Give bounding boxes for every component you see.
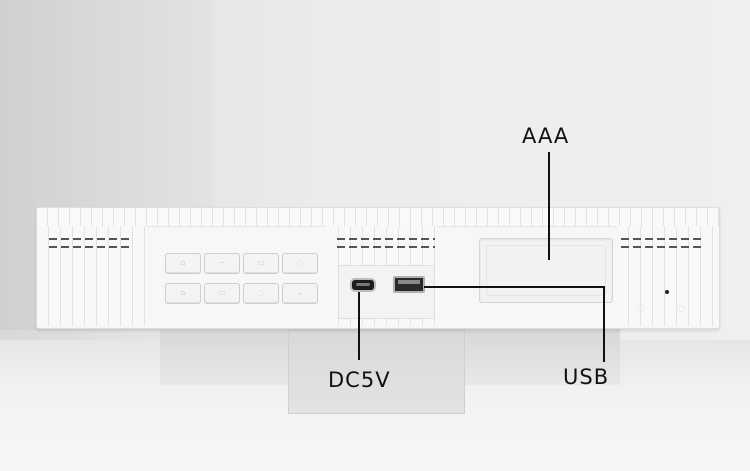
usb-a-port[interactable]	[393, 276, 425, 293]
embossed-mark-1: ◌	[637, 304, 645, 314]
top-ridge	[37, 208, 719, 227]
callout-line-usb-vertical	[603, 286, 605, 362]
control-button-8[interactable]: ⌄	[282, 283, 318, 304]
callout-line-aaa	[548, 152, 550, 260]
control-button-1[interactable]: ⌂	[165, 253, 201, 274]
speaker-vent-right	[621, 238, 705, 250]
port-panel	[338, 265, 435, 319]
speaker-vent-middle	[337, 238, 435, 250]
dc5v-label: DC5V	[328, 368, 391, 392]
control-button-5[interactable]: ⌂	[165, 283, 201, 304]
control-button-3[interactable]: ▭	[243, 253, 279, 274]
usb-label: USB	[563, 365, 610, 389]
speaker-vent-left	[49, 238, 133, 250]
callout-line-dc5v	[358, 292, 360, 360]
reset-pinhole[interactable]	[665, 290, 669, 294]
control-button-4[interactable]: ◌	[282, 253, 318, 274]
pedestal-block	[288, 330, 465, 414]
clock-device-back: ⌂ − ▭ ◌ ⌂ ▭ ◌ ⌄ ◌ ◌	[36, 207, 720, 329]
control-button-6[interactable]: ▭	[204, 283, 240, 304]
control-button-2[interactable]: −	[204, 253, 240, 274]
embossed-mark-2: ◌	[677, 304, 685, 314]
callout-line-usb-horizontal	[424, 286, 604, 288]
aaa-label: AAA	[522, 124, 570, 148]
control-button-7[interactable]: ◌	[243, 283, 279, 304]
battery-cover	[486, 245, 606, 296]
battery-compartment[interactable]	[479, 238, 613, 303]
usb-c-port[interactable]	[350, 278, 376, 292]
